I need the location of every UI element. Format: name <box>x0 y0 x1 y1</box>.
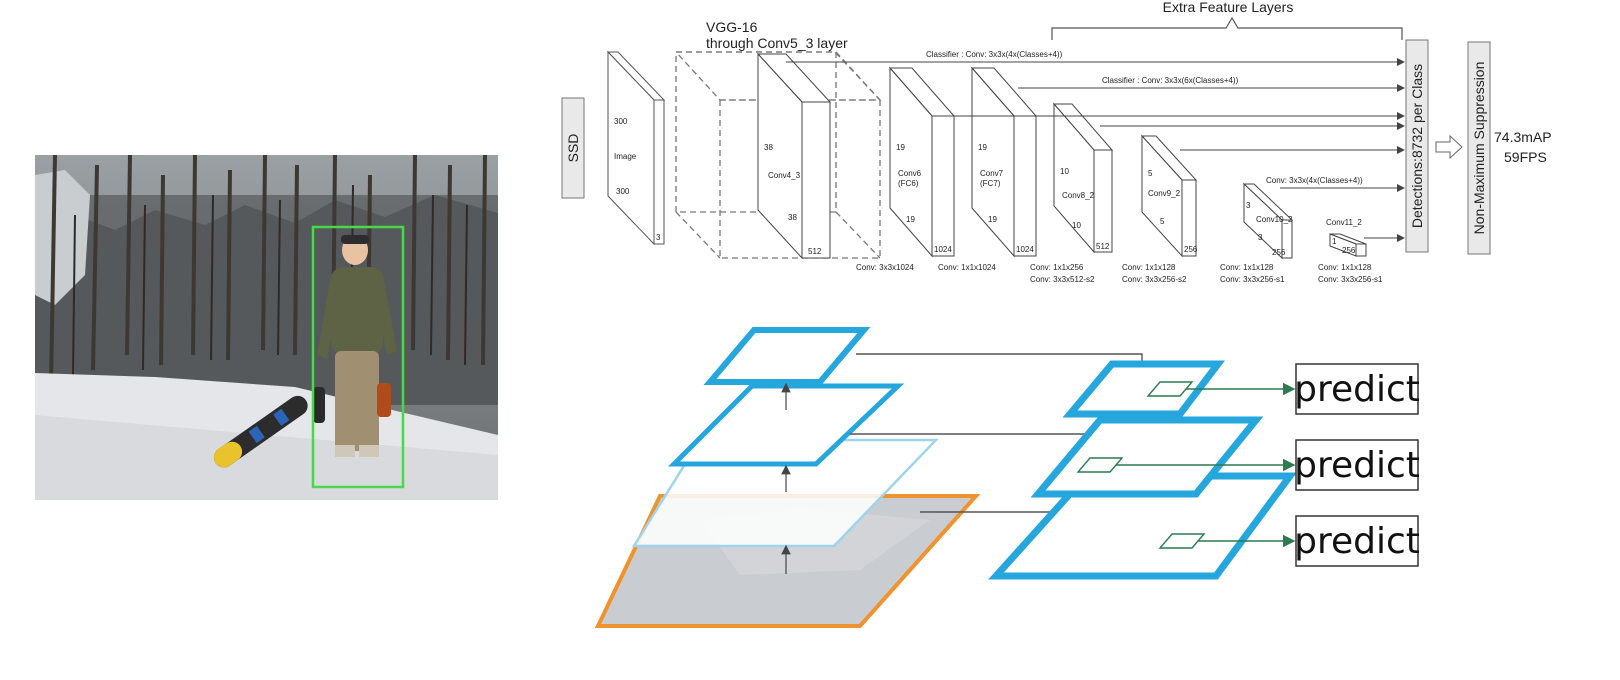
conv-op-2-line2: Conv: 3x3x512-s2 <box>1030 275 1095 284</box>
detections-label: Detections:8732 per Class <box>1409 64 1425 228</box>
fpn-window-mid <box>1076 457 1124 473</box>
fpn-output-map-mid <box>1030 416 1264 498</box>
conv6-size-bottom: 19 <box>906 215 915 224</box>
map-label: 74.3mAP <box>1494 129 1552 145</box>
conv6-size: 19 <box>896 143 905 152</box>
input-channels: 3 <box>656 233 661 242</box>
conv9-name: Conv9_2 <box>1148 189 1181 198</box>
conv4-name: Conv4_3 <box>768 171 801 180</box>
nms-label: Non-Maximum Suppression <box>1471 62 1487 235</box>
conv11-channels: 256 <box>1342 246 1356 255</box>
vgg-label-line2: through Conv5_3 layer <box>706 35 848 51</box>
conv-op-labels: Conv: 3x3x1024 Conv: 1x1x1024 Conv: 1x1x… <box>856 263 1383 284</box>
detection-example-photo <box>35 155 498 500</box>
conv6-name-1: Conv6 <box>898 169 922 178</box>
fpn-pyramid-level-3 <box>703 327 871 385</box>
conv9-2-block: 5 Conv9_2 5 256 <box>1140 134 1198 258</box>
conv-op-3-line1: Conv: 1x1x128 <box>1122 263 1176 272</box>
fpn-output-map-small <box>1062 360 1226 418</box>
predict-label-2: predict <box>1294 445 1420 486</box>
conv-op-5-line2: Conv: 3x3x256-s1 <box>1318 275 1383 284</box>
nms-arrow <box>1435 134 1463 160</box>
conv6-channels: 1024 <box>934 245 952 254</box>
predict-box-1: predict <box>1294 363 1420 415</box>
snow-scene <box>35 155 498 500</box>
classifier-label-1: Classifier : Conv: 3x3x(4x(Classes+4)) <box>926 50 1063 59</box>
fpn-diagram: predict predict predict <box>594 327 1420 628</box>
conv-op-5-line1: Conv: 1x1x128 <box>1318 263 1372 272</box>
ssd-label-box <box>561 97 585 199</box>
conv6-name-2: (FC6) <box>898 179 919 188</box>
classifier-label-2: Classifier : Conv: 3x3x(6x(Classes+4)) <box>1102 76 1239 85</box>
fpn-output-map-large <box>988 472 1297 580</box>
conv6-block: 19 Conv6 (FC6) 19 1024 <box>888 66 956 258</box>
ssd-label: SSD <box>565 134 581 163</box>
conv4-size-bottom: 38 <box>788 213 797 222</box>
conv7-size-bottom: 19 <box>988 215 997 224</box>
classifier-label-3: Conv: 3x3x(4x(Classes+4)) <box>1266 176 1363 185</box>
conv-op-4-line1: Conv: 1x1x128 <box>1220 263 1274 272</box>
input-name: Image <box>614 152 637 161</box>
conv-op-2-line1: Conv: 1x1x256 <box>1030 263 1084 272</box>
conv9-size: 5 <box>1148 169 1153 178</box>
conv10-2-block: 3 Conv10_2 3 256 <box>1242 182 1294 260</box>
conv9-channels: 256 <box>1184 245 1198 254</box>
conv8-size: 10 <box>1060 167 1069 176</box>
conv-op-3-line2: Conv: 3x3x256-s2 <box>1122 275 1187 284</box>
fpn-window-low <box>1158 533 1206 549</box>
input-size-top: 300 <box>614 117 628 126</box>
predict-label-3: predict <box>1294 521 1420 562</box>
conv11-name: Conv11_2 <box>1326 218 1362 227</box>
predict-box-2: predict <box>1294 439 1420 491</box>
conv11-size: 1 <box>1332 237 1337 246</box>
conv7-name-2: (FC7) <box>980 179 1001 188</box>
conv7-channels: 1024 <box>1016 245 1034 254</box>
extra-layers-label: Extra Feature Layers <box>1163 0 1294 15</box>
fpn-pyramid-level-2 <box>667 383 905 467</box>
detections-box <box>1405 39 1429 253</box>
conv4-size: 38 <box>764 143 773 152</box>
conv-op-1-line1: Conv: 1x1x1024 <box>938 263 996 272</box>
conv8-size-bottom: 10 <box>1072 221 1081 230</box>
conv4-channels: 512 <box>808 247 822 256</box>
detection-box <box>311 225 405 489</box>
extra-layers-bracket <box>1051 16 1403 40</box>
person <box>313 235 397 457</box>
conv10-name: Conv10_2 <box>1256 215 1293 224</box>
conv11-2-block: Conv11_2 1 256 <box>1326 218 1367 257</box>
fps-label: 59FPS <box>1504 149 1547 165</box>
conv7-size: 19 <box>978 143 987 152</box>
conv10-size-bottom: 3 <box>1258 233 1263 242</box>
conv-op-0-line1: Conv: 3x3x1024 <box>856 263 914 272</box>
conv8-name: Conv8_2 <box>1062 191 1095 200</box>
conv10-channels: 256 <box>1272 248 1286 257</box>
vgg-label-line1: VGG-16 <box>706 19 758 35</box>
input-image-block: 300 Image 300 3 <box>606 50 666 246</box>
conv4-3-block: 38 Conv4_3 38 512 <box>756 52 832 260</box>
ssd-architecture: SSD 300 Image 300 3 VGG-16 through Conv5… <box>561 0 1552 284</box>
nms-box <box>1467 41 1491 255</box>
conv9-size-bottom: 5 <box>1160 217 1165 226</box>
conv7-block: 19 Conv7 (FC7) 19 1024 <box>970 66 1038 258</box>
fpn-window-top <box>1146 381 1194 397</box>
conv7-name-1: Conv7 <box>980 169 1004 178</box>
predict-label-1: predict <box>1294 369 1420 410</box>
conv10-size: 3 <box>1246 201 1251 210</box>
conv8-channels: 512 <box>1096 242 1110 251</box>
conv-op-4-line2: Conv: 3x3x256-s1 <box>1220 275 1285 284</box>
input-size-mid: 300 <box>616 187 630 196</box>
predict-box-3: predict <box>1294 515 1420 567</box>
